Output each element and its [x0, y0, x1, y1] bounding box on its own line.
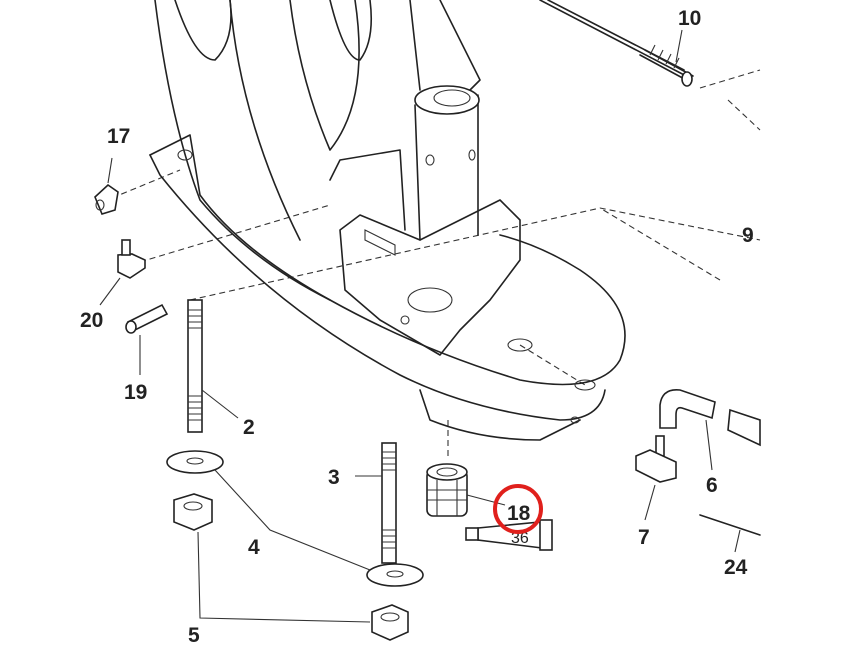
callout-36[interactable]: 36 [511, 530, 529, 547]
part-2-stud [187, 299, 239, 433]
part-3-stud [355, 442, 397, 564]
callout-2[interactable]: 2 [243, 416, 255, 439]
callout-18[interactable]: 18 [507, 502, 531, 525]
callout-5[interactable]: 5 [188, 624, 200, 647]
callout-6[interactable]: 6 [706, 474, 718, 497]
gear-housing [149, 0, 626, 441]
highlight-circle-18 [493, 484, 543, 534]
assembly-dashed-lines [111, 69, 761, 460]
callout-labels: 10 17 9 20 19 2 3 18 36 4 5 6 7 24 [80, 7, 754, 647]
part-20-fitting [99, 239, 146, 306]
part-10-shift-shaft [539, 0, 694, 87]
callout-3[interactable]: 3 [328, 466, 340, 489]
part-7-fitting [635, 435, 677, 521]
callout-24[interactable]: 24 [724, 556, 748, 579]
part-18-nut [426, 463, 506, 517]
part-5-nuts [173, 493, 409, 641]
part-17-plug [94, 157, 119, 215]
part-19-pin [125, 303, 169, 375]
part-4-washers [166, 450, 424, 587]
callout-17[interactable]: 17 [107, 125, 130, 148]
callout-19[interactable]: 19 [124, 381, 147, 404]
callout-20[interactable]: 20 [80, 309, 103, 332]
callout-10[interactable]: 10 [678, 7, 701, 30]
callout-4[interactable]: 4 [248, 536, 260, 559]
callout-9[interactable]: 9 [742, 224, 754, 247]
callout-7[interactable]: 7 [638, 526, 650, 549]
part-6-hose [659, 388, 761, 471]
part-24-rod [699, 514, 761, 553]
